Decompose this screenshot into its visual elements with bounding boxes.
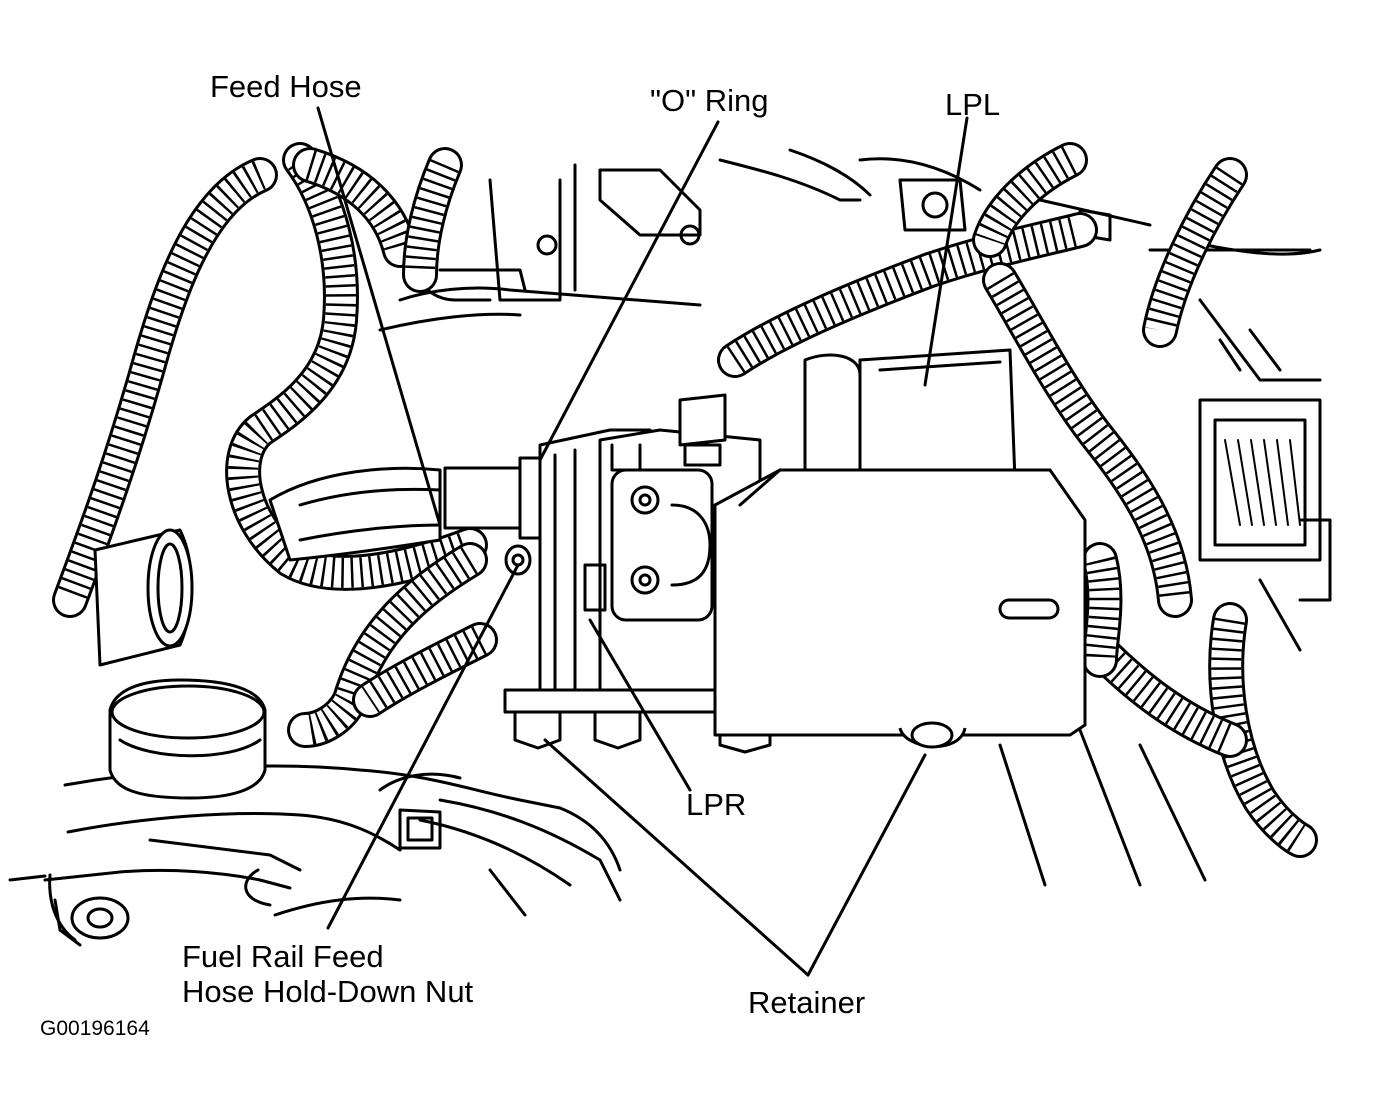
callout-fuel-rail-feed-hose-hold-down-nut: Fuel Rail Feed Hose Hold-Down Nut (182, 939, 474, 1009)
lpr-assembly (503, 353, 862, 754)
figure-id: G00196164 (40, 1017, 150, 1040)
feed-hose (268, 456, 544, 562)
feed-hose-hold-down-nut (504, 544, 532, 576)
leader-lpl (923, 116, 969, 387)
intake-tube (93, 528, 267, 800)
callout-fuel-rail-line2: Hose Hold-Down Nut (182, 973, 474, 1009)
callout-retainer: Retainer (748, 985, 866, 1020)
leader-lpr (588, 618, 692, 792)
lpl-unit (858, 348, 1017, 482)
lower-rods (998, 728, 1207, 887)
leader-retainer-left (543, 738, 810, 977)
callout-feed-hose: Feed Hose (210, 69, 362, 104)
leader-o-ring (538, 120, 720, 462)
wiring-harnesses (52, 142, 1318, 858)
leader-fuel-rail-nut (326, 563, 520, 930)
leader-feed-hose (316, 106, 442, 527)
callout-o-ring: "O" Ring (650, 83, 769, 118)
lower-manifold-outline (8, 764, 622, 947)
callout-leader-lines (316, 106, 969, 977)
callout-fuel-rail-line1: Fuel Rail Feed (182, 939, 384, 974)
right-connector-block (1198, 398, 1332, 652)
leader-retainer-right (806, 753, 927, 977)
callout-lpl: LPL (945, 87, 1001, 122)
cover-housing (713, 468, 1087, 749)
upper-bracket-outlines (378, 148, 1322, 382)
callout-lpr: LPR (686, 787, 747, 822)
